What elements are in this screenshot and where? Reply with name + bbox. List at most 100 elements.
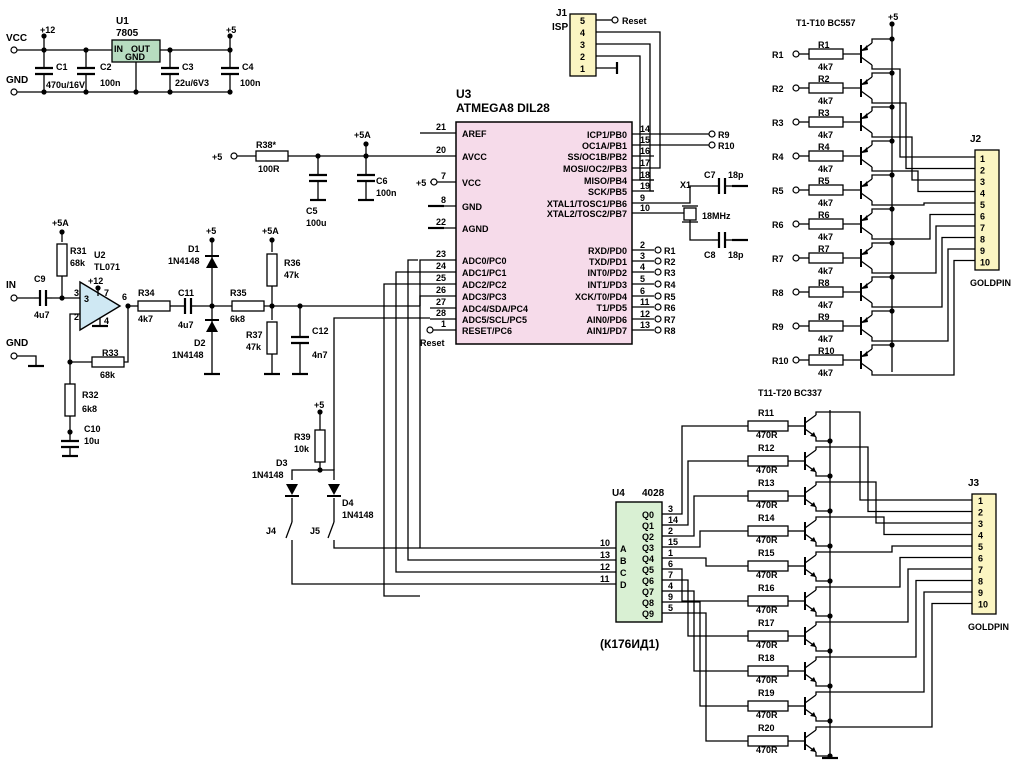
c1-value-label: 470u/16V — [46, 80, 85, 90]
mcu-left-pin-label: ADC4/SDA/PC4 — [462, 304, 528, 314]
npn-resistor-value: 470R — [756, 465, 778, 475]
npn-transistor — [804, 484, 817, 494]
pnp-row-net-label: R4 — [772, 152, 784, 162]
mcu-left-pin-label: ADC3/PC3 — [462, 292, 507, 302]
d2-value-label: 1N4148 — [172, 350, 204, 360]
x1-crystal — [683, 207, 697, 221]
pnp-base-resistor — [808, 48, 844, 60]
u4-output-label: Q8 — [642, 598, 654, 608]
npn-transistor — [804, 414, 817, 424]
u4-pin-number: 11 — [600, 574, 610, 584]
junction-dot — [827, 613, 833, 619]
mcu-right-pin-label: XCK/T0/PD4 — [575, 292, 627, 302]
npn-transistor — [810, 467, 816, 472]
wire — [419, 259, 430, 548]
j3-pin-number: 6 — [978, 554, 983, 564]
mcu-pin-number: 10 — [640, 203, 650, 213]
wire — [880, 68, 975, 158]
npn-resistor-ref: R15 — [758, 548, 775, 558]
u2-pin-number: 6 — [122, 292, 127, 302]
c12-value-label: 4n7 — [312, 350, 328, 360]
j3-pin-number: 8 — [978, 577, 983, 587]
junction-dot — [827, 683, 833, 689]
npn-bank-title: T11-T20 BC337 — [758, 388, 822, 398]
j1-pin-number: 2 — [580, 52, 585, 62]
wire — [383, 283, 430, 597]
c12-ref-label: C12 — [312, 326, 329, 336]
npn-transistor — [810, 502, 816, 507]
u4-input-label: A — [620, 544, 627, 554]
pnp-resistor-value: 4k7 — [818, 62, 833, 72]
pnp-row-net-label: R1 — [772, 50, 784, 60]
pnp-transistor — [862, 147, 868, 153]
npn-base-resistor — [747, 455, 789, 467]
junction-dot — [889, 240, 895, 246]
wire — [407, 259, 598, 561]
terminal — [708, 141, 716, 149]
wire — [815, 717, 830, 722]
pnp-base-resistor — [808, 116, 844, 128]
pnp-row-net-label: R6 — [772, 220, 784, 230]
u1-gnd-label: GND — [125, 52, 146, 62]
u4-decoder-body — [615, 501, 663, 623]
r36-ref-label: R36 — [284, 258, 301, 268]
npn-resistor-value: 470R — [756, 675, 778, 685]
j1-pin-number: 3 — [580, 40, 585, 50]
junction-dot — [827, 578, 833, 584]
pnp-resistor-value: 4k7 — [818, 164, 833, 174]
input-v5a-label: +5A — [262, 226, 279, 236]
mcu-right-pin-label: ICP1/PB0 — [587, 130, 627, 140]
npn-transistor — [804, 624, 817, 634]
wire — [815, 411, 972, 501]
pnp-row-net-label: R10 — [772, 356, 789, 366]
j5-switch — [327, 521, 335, 539]
pnp-row-net-label: R2 — [772, 84, 784, 94]
mcu-pin-number: 15 — [640, 135, 650, 145]
wire — [291, 462, 321, 480]
r36-value-label: 47k — [284, 270, 300, 280]
j1-reset-label: Reset — [622, 16, 647, 26]
pnp-resistor-value: 4k7 — [818, 198, 833, 208]
mcu-pin-number: 1 — [441, 319, 446, 329]
npn-transistor — [804, 694, 817, 704]
mcu-pin-number: 13 — [640, 320, 650, 330]
d3-value-label: 1N4148 — [252, 470, 284, 480]
c5-value-label: 100u — [306, 218, 327, 228]
npn-transistor — [810, 607, 816, 612]
wire — [815, 602, 972, 730]
c9-value-label: 4u7 — [34, 310, 50, 320]
mcu-pin-number: 20 — [436, 145, 446, 155]
npn-resistor-value: 470R — [756, 500, 778, 510]
npn-base-resistor — [747, 525, 789, 537]
wire — [880, 248, 975, 342]
npn-transistor — [810, 432, 816, 437]
u4-output-label: Q6 — [642, 576, 654, 586]
mcu-pin-number: 24 — [436, 261, 446, 271]
wire — [596, 55, 654, 181]
r38-resistor — [255, 150, 289, 162]
npn-resistor-ref: R12 — [758, 443, 775, 453]
gnd-label: GND — [6, 75, 28, 86]
mcu-right-pin-label: MOSI/OC2/PB3 — [563, 164, 627, 174]
j2-pin-number: 3 — [980, 177, 985, 187]
terminal — [792, 186, 800, 194]
d1-ref-label: D1 — [188, 244, 200, 254]
wire — [815, 437, 830, 442]
mcu-pin-number: 7 — [441, 171, 446, 181]
npn-transistor — [810, 537, 816, 542]
npn-base-resistor — [747, 735, 789, 747]
u4-output-label: Q7 — [642, 587, 654, 597]
d4-ref-label: D4 — [342, 498, 354, 508]
pnp-transistor — [862, 283, 868, 289]
wire — [815, 752, 830, 757]
pnp-transistor — [862, 113, 868, 119]
pnp-row-net-label: R5 — [772, 186, 784, 196]
u3-ref-label: U3 — [456, 87, 472, 101]
mcu-net-label: R5 — [664, 292, 676, 302]
u4-input-label: B — [620, 556, 627, 566]
u4-output-label: Q0 — [642, 510, 654, 520]
r32-value-label: 6k8 — [82, 404, 97, 414]
terminal — [792, 220, 800, 228]
mcu-net-label: R1 — [664, 246, 676, 256]
